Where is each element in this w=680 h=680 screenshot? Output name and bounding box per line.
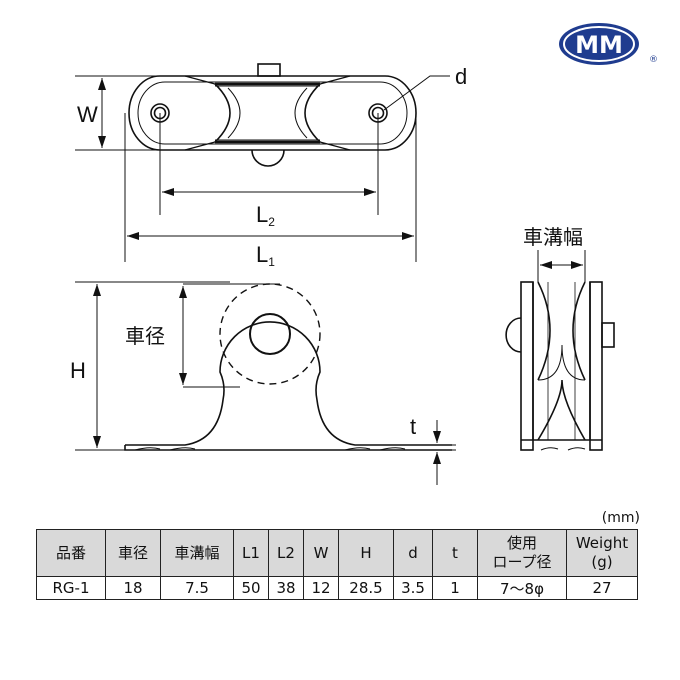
col-header: Weight (g) [566,529,638,577]
col-header: 品番 [36,529,106,577]
cell-wheel-diameter: 18 [105,576,161,600]
logo-text: MM [575,31,623,59]
label-wheel-diameter: 車径 [125,324,165,348]
col-header: d [393,529,433,577]
brand-logo: MM ® [559,23,657,65]
col-header: 使用 ロープ径 [477,529,567,577]
unit-note: (mm) [601,510,640,526]
spec-table: 品番 車径 車溝幅 L1 L2 W H d t 使用 ロープ径 Weight (… [36,529,638,600]
cell-weight: 27 [566,576,638,600]
cell-h: 28.5 [338,576,394,600]
label-l2: L2 [256,202,275,229]
col-header: W [303,529,339,577]
table-header-row: 品番 車径 車溝幅 L1 L2 W H d t 使用 ロープ径 Weight (… [36,529,638,577]
registered-mark: ® [649,55,657,65]
label-h: H [70,358,86,383]
cell-t: 1 [432,576,478,600]
front-view [124,283,452,451]
col-header: 車径 [105,529,161,577]
cell-groove-width: 7.5 [160,576,234,600]
cell-l2: 38 [268,576,304,600]
col-header: 車溝幅 [160,529,234,577]
col-header: L1 [233,529,269,577]
col-header: L2 [268,529,304,577]
technical-drawing: d W L2 L1 H t 車径 車溝幅 [70,63,615,485]
table-row: RG-1 18 7.5 50 38 12 28.5 3.5 1 7～8φ 27 [36,576,638,600]
label-groove-width: 車溝幅 [523,225,583,249]
cell-w: 12 [303,576,339,600]
cell-part-number: RG-1 [36,576,106,600]
top-view [128,63,417,167]
label-l1: L1 [256,242,275,269]
cell-d: 3.5 [393,576,433,600]
cell-l1: 50 [233,576,269,600]
label-t: t [410,414,416,439]
side-view [505,281,615,451]
cell-rope-diameter: 7～8φ [477,576,567,600]
label-d: d [455,64,467,89]
col-header: H [338,529,394,577]
col-header: t [432,529,478,577]
label-w: W [77,102,98,127]
